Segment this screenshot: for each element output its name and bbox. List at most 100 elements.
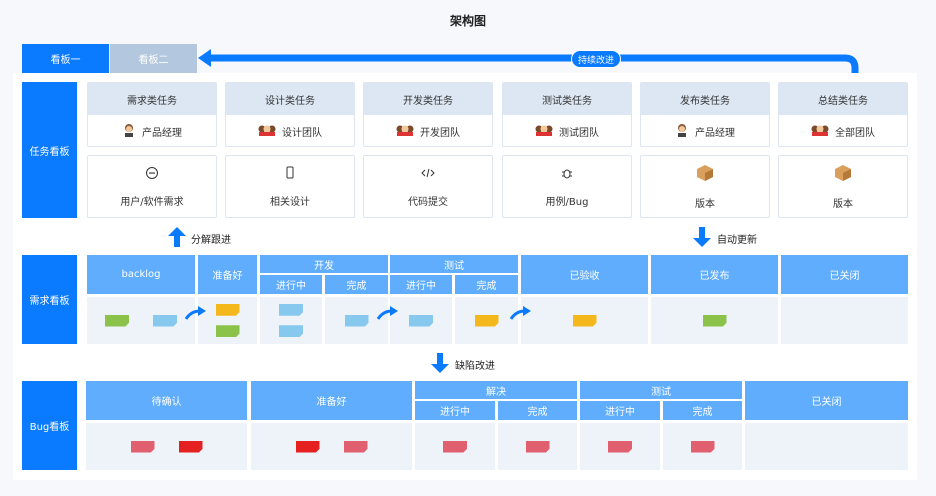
column-subheader[interactable]: 完成	[455, 275, 518, 294]
column-body	[198, 297, 257, 344]
column-body	[325, 297, 388, 344]
code-icon	[421, 166, 435, 183]
task-owner: 测试团队	[503, 115, 631, 146]
sticky-note[interactable]	[279, 303, 303, 316]
task-item-label: 版本	[833, 198, 853, 210]
column-body	[580, 423, 660, 470]
column-header[interactable]: 准备好	[251, 381, 412, 420]
column-header[interactable]: 已关闭	[745, 381, 908, 420]
task-category-card[interactable]: 总结类任务全部团队	[778, 82, 908, 147]
column-header[interactable]: 已验收	[521, 255, 648, 294]
sticky-note[interactable]	[690, 440, 715, 453]
auto-update-label: 自动更新	[717, 235, 757, 246]
task-owner: 全部团队	[779, 115, 907, 146]
sticky-note[interactable]	[474, 314, 499, 327]
column-body	[781, 297, 908, 344]
task-category-card[interactable]: 需求类任务产品经理	[87, 82, 217, 147]
column-subheader[interactable]: 完成	[498, 401, 577, 420]
task-category-card[interactable]: 发布类任务产品经理	[640, 82, 770, 147]
task-item-card[interactable]: 用例/Bug	[502, 155, 632, 218]
bug-board-label: Bug看板	[22, 381, 77, 470]
sticky-note[interactable]	[215, 303, 240, 316]
task-item-card[interactable]: 版本	[640, 155, 770, 218]
sticky-note[interactable]	[525, 440, 550, 453]
column-header[interactable]: backlog	[87, 255, 195, 294]
sticky-note[interactable]	[153, 314, 177, 327]
person-icon	[675, 123, 689, 140]
column-body	[260, 297, 322, 344]
column-body	[87, 297, 195, 344]
task-item-label: 用户/软件需求	[120, 196, 184, 208]
bug-icon	[560, 166, 574, 183]
tab-board-2[interactable]: 看板二	[110, 44, 197, 73]
column-header[interactable]: 已发布	[651, 255, 778, 294]
task-item-label: 代码提交	[408, 196, 448, 208]
column-subheader[interactable]: 进行中	[260, 275, 322, 294]
sticky-note[interactable]	[409, 314, 433, 327]
column-header[interactable]: 已关闭	[781, 255, 908, 294]
arrow-down-icon	[693, 227, 711, 247]
flow-arrow-icon	[509, 305, 532, 325]
sticky-note[interactable]	[608, 440, 632, 453]
sticky-note[interactable]	[279, 325, 303, 338]
column-body	[455, 297, 518, 344]
requirement-board-label: 需求看板	[22, 255, 77, 344]
task-item-card[interactable]: 代码提交	[363, 155, 493, 218]
tab-board-1[interactable]: 看板一	[22, 44, 109, 73]
task-item-card[interactable]: 版本	[778, 155, 908, 218]
task-item-card[interactable]: 用户/软件需求	[87, 155, 217, 218]
column-header[interactable]: 准备好	[198, 255, 257, 294]
task-category-title: 需求类任务	[88, 83, 216, 115]
task-category-title: 开发类任务	[364, 83, 492, 115]
sticky-note[interactable]	[343, 440, 368, 453]
sticky-note[interactable]	[178, 440, 203, 453]
column-group-header[interactable]: 开发	[260, 255, 388, 273]
column-group-header[interactable]: 测试	[390, 255, 518, 273]
column-group-header[interactable]: 测试	[580, 381, 742, 399]
task-category-title: 设计类任务	[226, 83, 354, 115]
sticky-note[interactable]	[130, 440, 155, 453]
task-category-card[interactable]: 测试类任务测试团队	[502, 82, 632, 147]
flow-arrow-icon	[184, 305, 207, 325]
task-item-label: 相关设计	[270, 196, 310, 208]
column-body	[745, 423, 908, 470]
task-owner: 设计团队	[226, 115, 354, 146]
column-body	[390, 297, 452, 344]
task-category-card[interactable]: 开发类任务开发团队	[363, 82, 493, 147]
column-subheader[interactable]: 进行中	[390, 275, 452, 294]
continuous-improvement-arrow	[198, 49, 859, 73]
column-body	[415, 423, 495, 470]
column-body	[651, 297, 778, 344]
continuous-improvement-label: 持续改进	[571, 50, 621, 68]
sticky-note[interactable]	[572, 314, 597, 327]
column-subheader[interactable]: 进行中	[580, 401, 660, 420]
sticky-note[interactable]	[295, 440, 320, 453]
task-item-label: 用例/Bug	[545, 196, 589, 208]
decompose-label: 分解跟进	[191, 235, 231, 246]
task-item-card[interactable]: 相关设计	[225, 155, 355, 218]
task-category-title: 测试类任务	[503, 83, 631, 115]
column-header[interactable]: 待确认	[86, 381, 247, 420]
package-icon	[696, 164, 714, 185]
column-subheader[interactable]: 完成	[663, 401, 742, 420]
column-body	[86, 423, 247, 470]
column-body	[663, 423, 742, 470]
sticky-note[interactable]	[215, 325, 240, 338]
task-category-card[interactable]: 设计类任务设计团队	[225, 82, 355, 147]
owner-name: 开发团队	[420, 127, 460, 139]
column-body	[498, 423, 577, 470]
defect-improve-label: 缺陷改进	[455, 361, 495, 372]
sticky-note[interactable]	[702, 314, 727, 327]
sticky-note[interactable]	[344, 314, 369, 327]
column-subheader[interactable]: 完成	[325, 275, 388, 294]
sticky-note[interactable]	[443, 440, 467, 453]
package-icon	[834, 164, 852, 185]
task-item-label: 版本	[695, 198, 715, 210]
task-board-label: 任务看板	[22, 82, 77, 218]
flow-arrow-icon	[376, 305, 399, 325]
sticky-note[interactable]	[105, 314, 129, 327]
column-group-header[interactable]: 解决	[415, 381, 577, 399]
task-owner: 产品经理	[88, 115, 216, 146]
column-subheader[interactable]: 进行中	[415, 401, 495, 420]
column-body	[251, 423, 412, 470]
